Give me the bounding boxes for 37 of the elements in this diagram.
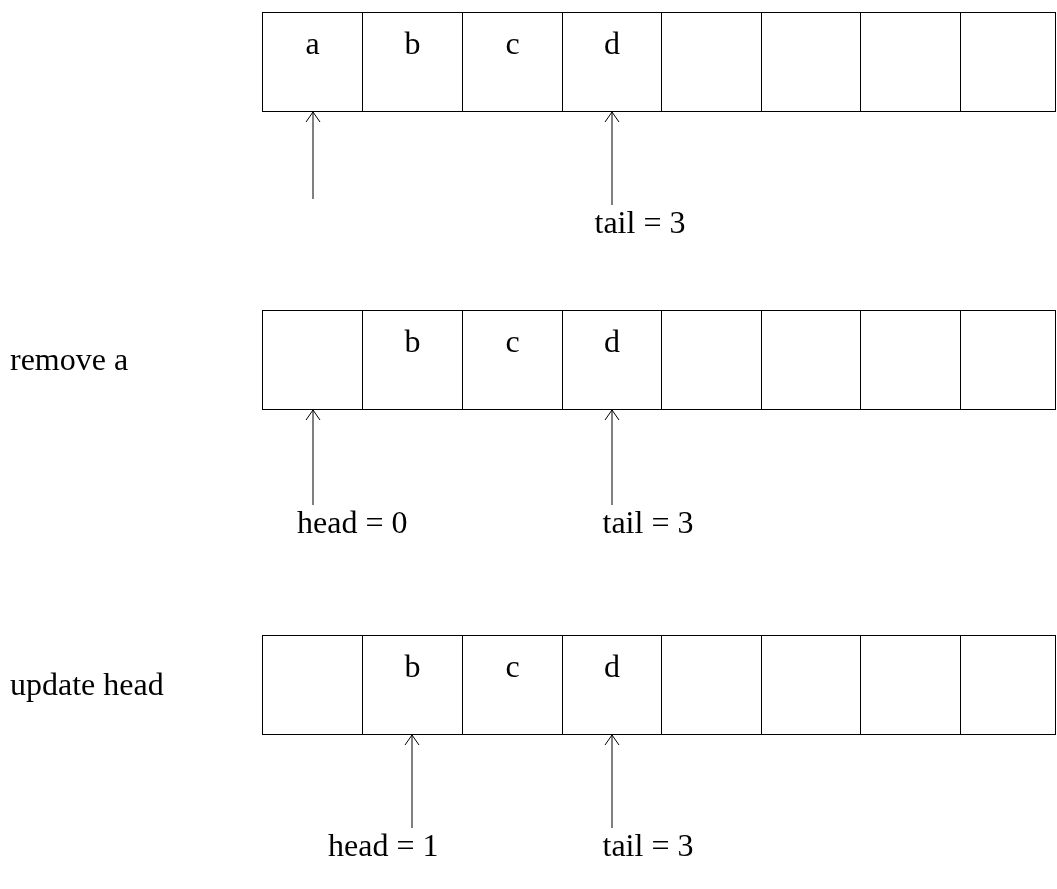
array-cell: d	[562, 12, 662, 112]
array-cell: d	[562, 635, 662, 735]
array-cell	[960, 12, 1056, 112]
array-cell	[860, 12, 961, 112]
array-cell	[860, 310, 961, 410]
array-cell	[661, 12, 762, 112]
arrow	[404, 734, 420, 829]
pointer-label: tail = 3	[594, 205, 686, 241]
array-cell	[661, 310, 762, 410]
arrow	[305, 409, 321, 506]
array-cell	[262, 310, 363, 410]
array-cell	[960, 635, 1056, 735]
array-cell: d	[562, 310, 662, 410]
array-cell: b	[362, 12, 463, 112]
array-cell: a	[262, 12, 363, 112]
arrow	[604, 409, 620, 506]
array-cell	[761, 12, 861, 112]
array-cell: c	[462, 12, 563, 112]
pointer-label: head = 1	[328, 828, 439, 864]
array-cell	[960, 310, 1056, 410]
arrow	[305, 111, 321, 200]
array-cell	[661, 635, 762, 735]
pointer-label: head = 0	[297, 505, 408, 541]
array-cell	[262, 635, 363, 735]
array-cell: c	[462, 310, 563, 410]
array-cell	[860, 635, 961, 735]
array-cell: b	[362, 635, 463, 735]
pointer-label: tail = 3	[602, 828, 694, 864]
array-cell	[761, 310, 861, 410]
array-cell	[761, 635, 861, 735]
row-label: remove a	[10, 342, 129, 378]
array-cell: c	[462, 635, 563, 735]
row-label: update head	[10, 667, 164, 703]
arrow	[604, 734, 620, 829]
array-cell: b	[362, 310, 463, 410]
arrow	[604, 111, 620, 206]
pointer-label: tail = 3	[602, 505, 694, 541]
